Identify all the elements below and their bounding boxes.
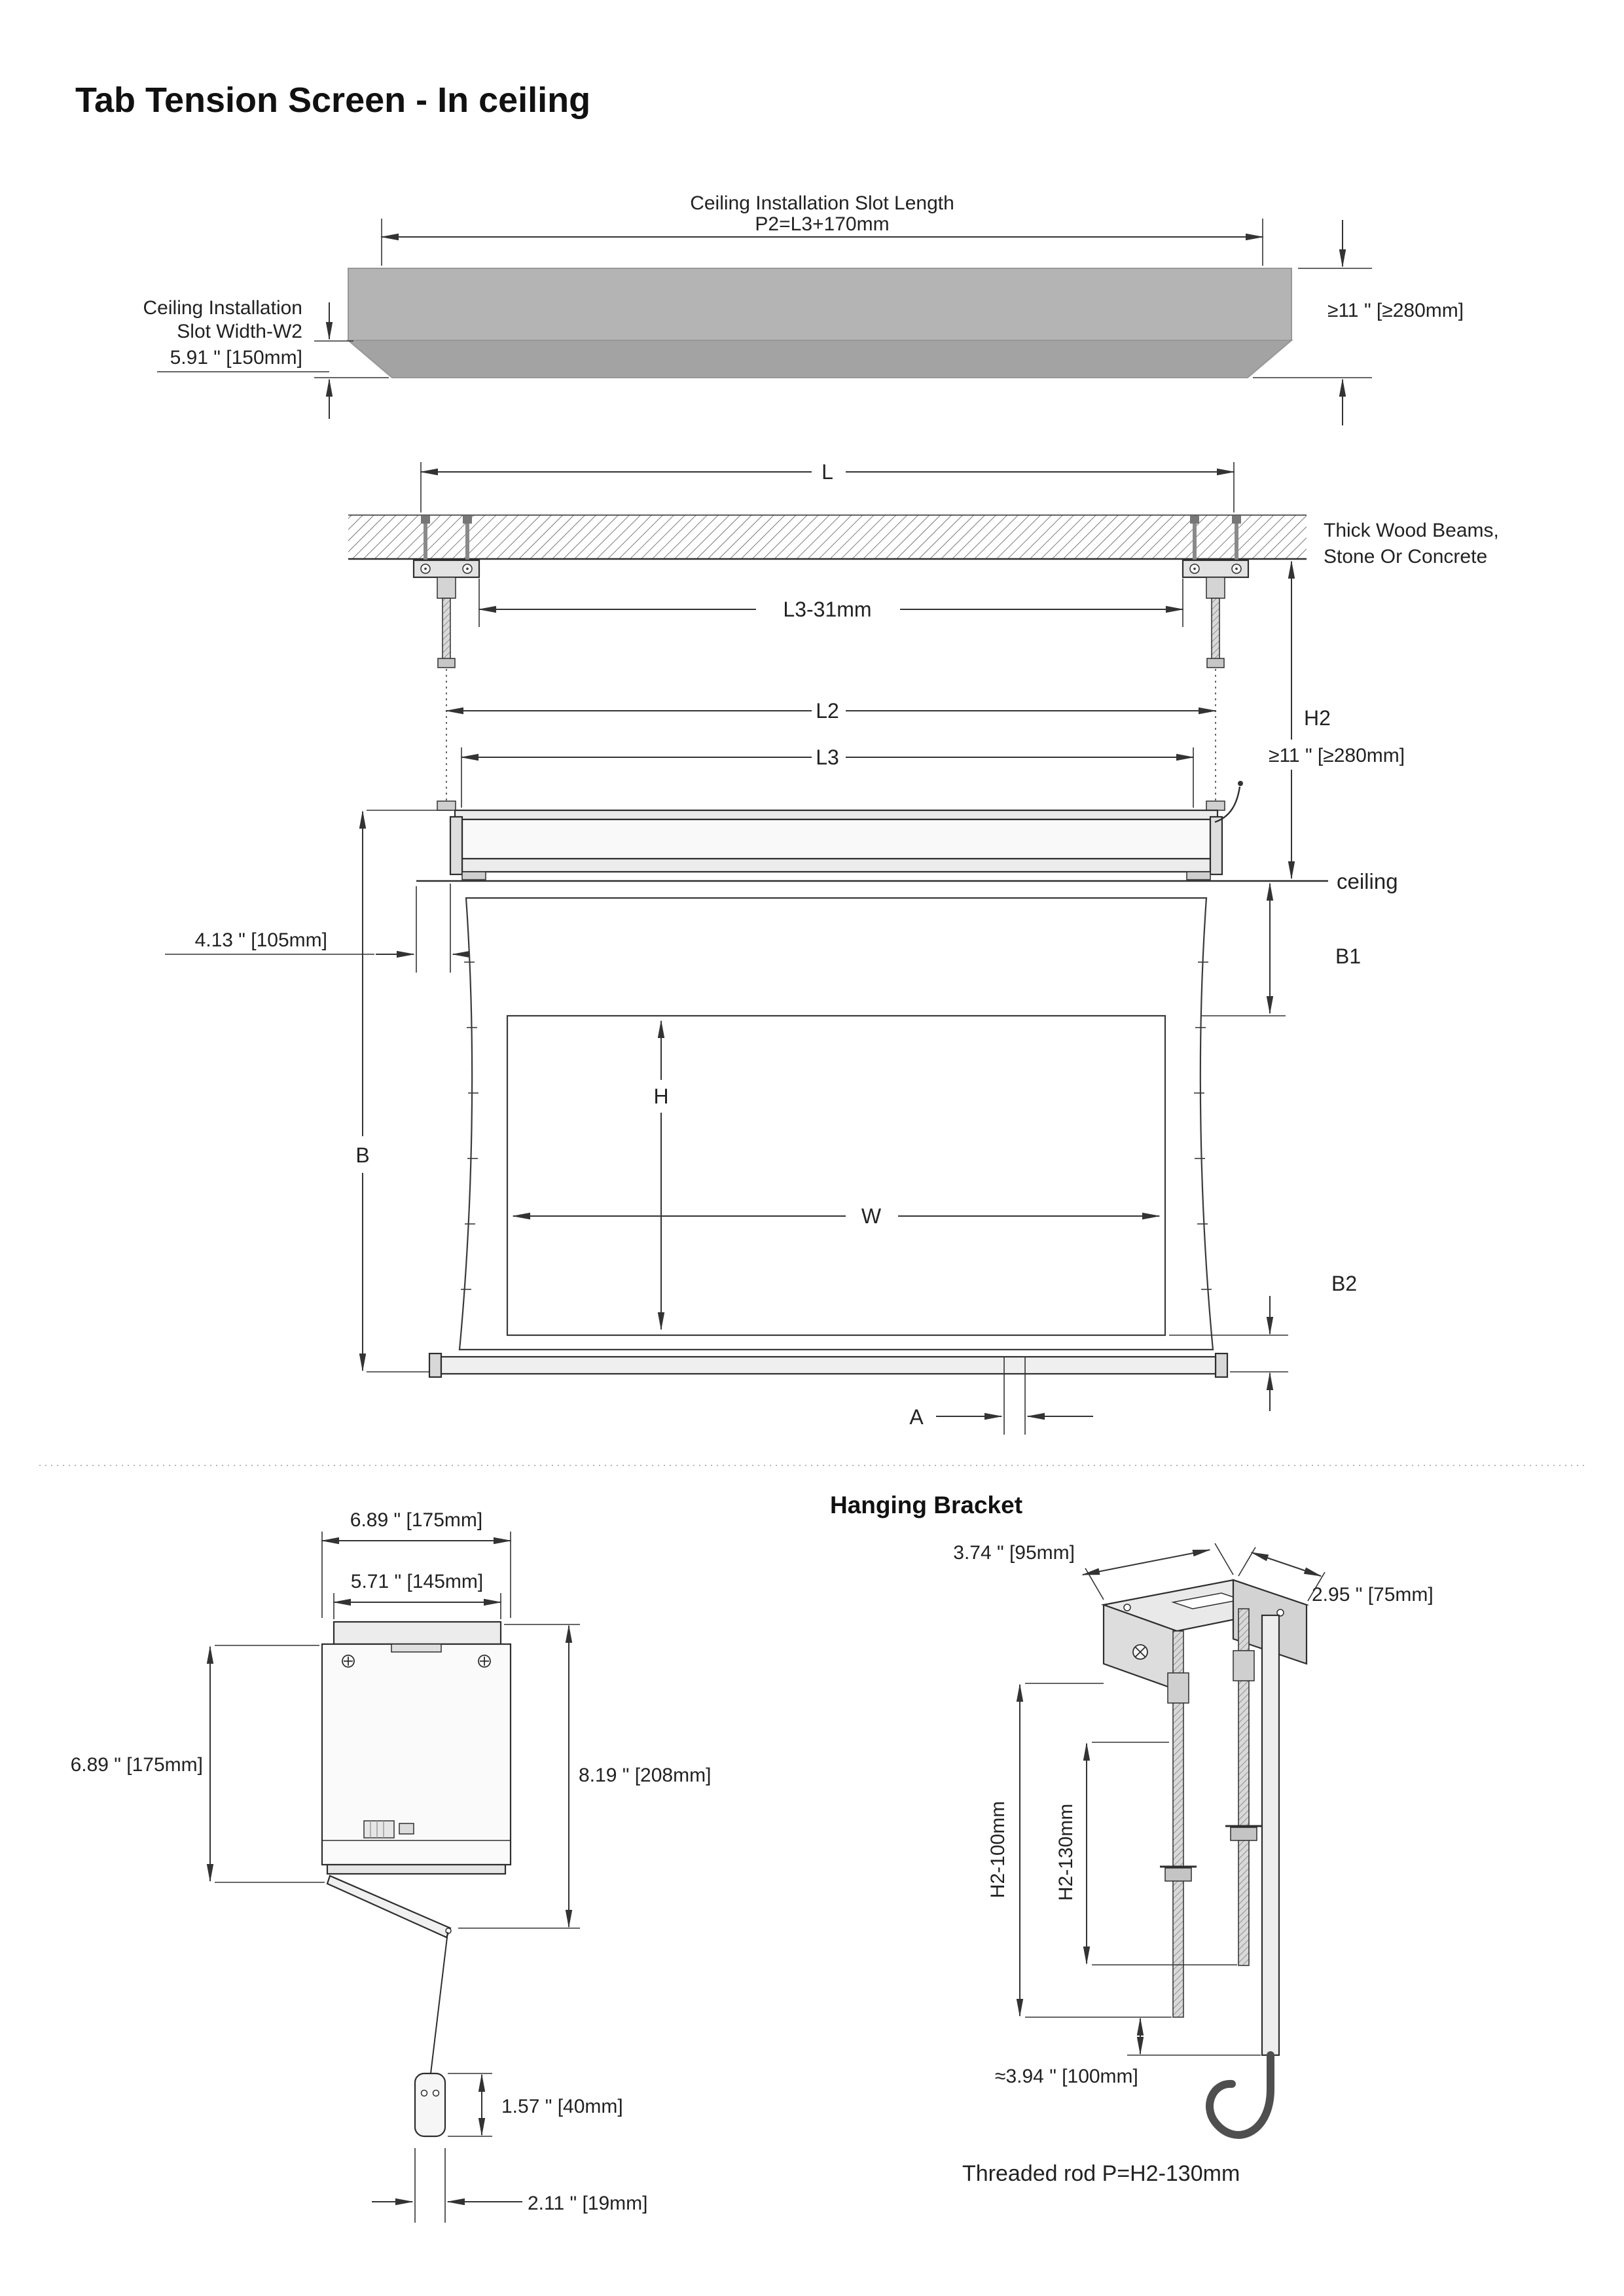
ceiling-slab-bevel: [346, 340, 1293, 378]
anchor-bolts: [421, 516, 1241, 560]
power-cable: [1214, 786, 1241, 823]
weight-bar: [428, 1352, 1229, 1378]
screen-housing: [437, 781, 1243, 880]
threaded-rod-right: [1211, 598, 1220, 664]
dim-l3-label: L3: [816, 745, 839, 769]
bracket-width-value: 2.95 " [75mm]: [1312, 1584, 1434, 1605]
hanging-bracket-view: Hanging Bracket: [830, 1492, 1434, 2186]
ceiling-bracket-left: [412, 559, 480, 809]
dim-h2-value: ≥11 " [≥280mm]: [1269, 745, 1405, 766]
bracket-depth-value: 3.74 " [95mm]: [953, 1542, 1075, 1564]
bracket-rods: [1160, 1608, 1280, 2139]
dim-h-label: H: [653, 1085, 668, 1108]
page-title: Tab Tension Screen - In ceiling: [75, 81, 590, 120]
dim-l3-offset-label: L3-31mm: [783, 598, 871, 621]
beams-label-1: Thick Wood Beams,: [1324, 520, 1499, 541]
side-height-body-value: 6.89 " [175mm]: [71, 1754, 203, 1776]
ceiling-structure-hatch: [348, 515, 1307, 559]
ceiling-slot-view: Ceiling Installation Slot Length P2=L3+1…: [143, 192, 1464, 425]
threaded-rod-back: [1238, 1608, 1250, 1966]
slot-depth-value: ≥11 " [≥280mm]: [1327, 300, 1464, 321]
terminal-block: [363, 1820, 414, 1839]
dim-a-label: A: [909, 1405, 924, 1429]
dim-b-label: B: [355, 1143, 369, 1167]
bolt-icon: [1132, 1644, 1148, 1660]
threaded-rod-left: [442, 598, 451, 664]
tension-tabs: [461, 961, 1212, 1290]
slot-length-label-2: P2=L3+170mm: [755, 213, 889, 235]
bracket-title: Hanging Bracket: [830, 1492, 1022, 1518]
threaded-rod-note: Threaded rod P=H2-130mm: [962, 2161, 1240, 2186]
dim-b1-label: B1: [1335, 944, 1361, 968]
hook-length-value: ≈3.94 " [100mm]: [995, 2066, 1138, 2087]
ceiling-bracket-right: [1182, 559, 1250, 809]
cord-weight: [414, 2072, 446, 2138]
hook: [1206, 2051, 1274, 2139]
housing-body-side: [321, 1621, 512, 1939]
slot-length-label-1: Ceiling Installation Slot Length: [690, 192, 954, 214]
ceiling-slab: [348, 268, 1292, 341]
housing-side-view: 6.89 " [175mm] 5.71 " [145mm]: [71, 1509, 711, 2223]
slot-width-label-2: Slot Width-W2: [177, 321, 302, 342]
side-height-total-value: 8.19 " [208mm]: [579, 1765, 711, 1786]
threaded-rod-front: [1172, 1630, 1184, 2018]
dim-l2-label: L2: [816, 699, 839, 723]
installation-front-view: L Thick Wood Beams, Stone Or Concrete: [165, 460, 1499, 1435]
dim-l-label: L: [821, 460, 833, 484]
ceiling-label: ceiling: [1337, 869, 1398, 893]
beams-label-2: Stone Or Concrete: [1324, 546, 1487, 567]
weight-width-value: 2.11 " [19mm]: [528, 2193, 648, 2214]
rod-short-value: H2-130mm: [1055, 1804, 1077, 1901]
access-flap: [326, 1874, 452, 1939]
screw-icon: [342, 1655, 491, 1668]
dim-w-label: W: [861, 1204, 882, 1228]
viewing-area: [506, 1014, 1166, 1336]
rod-long-value: H2-100mm: [987, 1801, 1009, 1898]
weight-height-value: 1.57 " [40mm]: [501, 2096, 623, 2117]
side-width-inner-value: 5.71 " [145mm]: [351, 1571, 483, 1592]
slot-width-label-1: Ceiling Installation: [143, 297, 302, 319]
pull-cord: [430, 1931, 448, 2074]
side-width-outer-value: 6.89 " [175mm]: [350, 1509, 482, 1531]
dim-h2-label: H2: [1304, 706, 1331, 730]
dim-b2-label: B2: [1331, 1272, 1357, 1295]
slot-width-value: 5.91 " [150mm]: [170, 347, 302, 368]
hanging-strap: [1261, 1614, 1280, 2056]
offset-value: 4.13 " [105mm]: [195, 929, 327, 951]
